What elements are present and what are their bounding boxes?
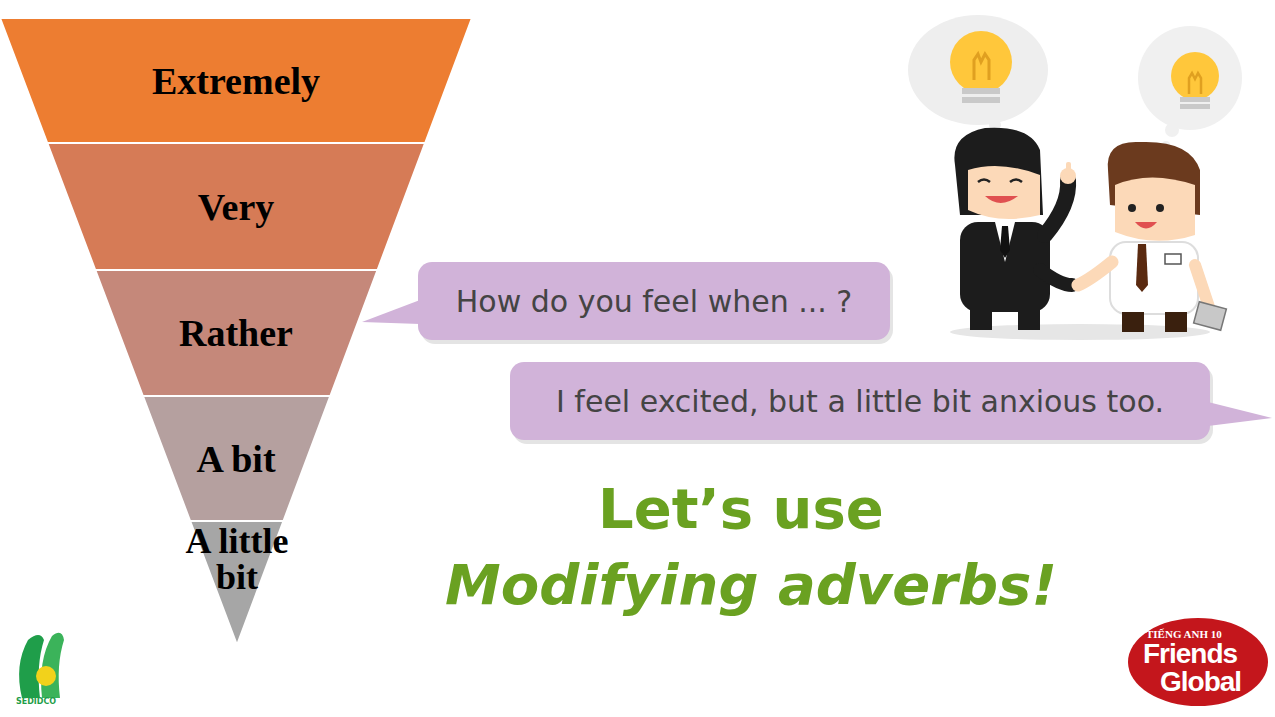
- band-fill: [0, 18, 472, 143]
- logo-text: SEDIDCO: [16, 697, 56, 706]
- bubble-body: [510, 362, 1210, 440]
- office-worker: [1078, 142, 1226, 332]
- badge-text: Friends: [1143, 640, 1237, 668]
- slide-heading: Modifying adverbs!: [445, 552, 1057, 617]
- funnel-band: Very: [0, 143, 472, 270]
- light-bulb: [950, 31, 1219, 109]
- bubble-text: How do you feel when ... ?: [456, 284, 853, 319]
- funnel-band: Rather: [0, 270, 472, 396]
- businessman: [950, 128, 1210, 340]
- band-label: Extremely: [0, 62, 472, 100]
- badge-text: Global: [1160, 668, 1241, 696]
- thought-cloud: [908, 15, 1242, 149]
- band-label: A bit: [0, 440, 472, 478]
- funnel-band: Extremely: [0, 18, 472, 143]
- funnel-band: A bit: [0, 396, 472, 521]
- bubble-tail: [362, 300, 420, 324]
- slide-heading: Let’s use: [598, 476, 884, 541]
- series-badge: [1128, 618, 1268, 706]
- band-label: Very: [0, 188, 472, 226]
- funnel-band: A little bit: [0, 521, 472, 645]
- bubble-body: [418, 262, 890, 340]
- band-label: Rather: [0, 314, 472, 352]
- badge-text: TIẾNG ANH 10: [1146, 628, 1222, 640]
- bubble-text: I feel excited, but a little bit anxious…: [556, 384, 1164, 419]
- bubble-tail: [1208, 402, 1272, 426]
- speech-bubble: How do you feel when ... ?: [418, 262, 890, 340]
- band-label: A little bit: [182, 523, 292, 595]
- speech-bubble: I feel excited, but a little bit anxious…: [510, 362, 1210, 440]
- publisher-logo: [19, 633, 64, 698]
